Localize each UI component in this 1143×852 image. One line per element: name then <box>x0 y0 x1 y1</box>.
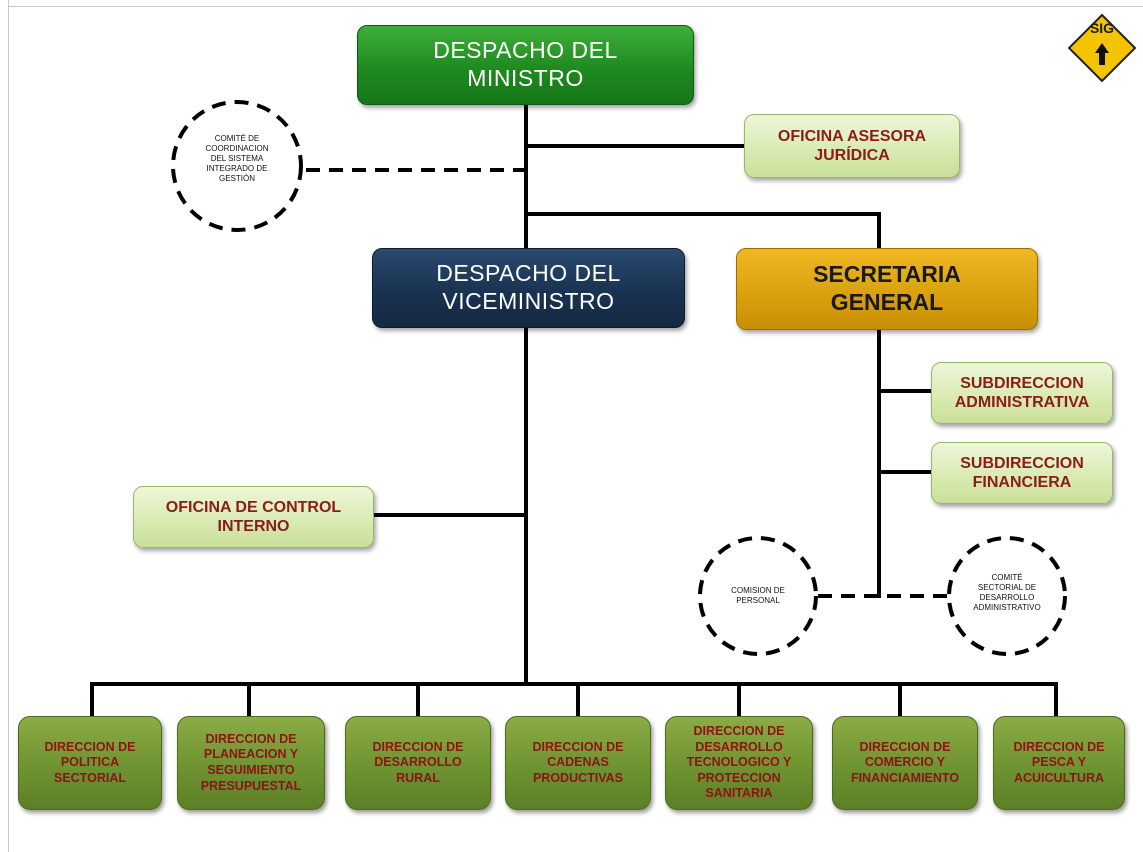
personal-committee-line-2: PERSONAL <box>736 596 780 605</box>
sectorial-committee-line-1: COMITÉ <box>991 573 1023 582</box>
direction-label: PROTECCION <box>697 770 781 785</box>
sig-logo-text: SIG <box>1089 20 1115 36</box>
sub-admin-box[interactable]: SUBDIRECCION ADMINISTRATIVA <box>931 362 1113 424</box>
frame-top-line <box>8 6 1143 7</box>
direction-label: SANITARIA <box>705 786 773 801</box>
direction-label: DIRECCION DE <box>205 731 297 746</box>
sig-logo-icon <box>1067 13 1137 83</box>
personal-committee-circle <box>698 536 818 656</box>
legal-office-box[interactable]: OFICINA ASESORA JURÍDICA <box>744 114 960 178</box>
secretaria-label-1: SECRETARIA <box>813 261 961 288</box>
sectorial-committee-circle <box>947 536 1067 656</box>
minister-office-box[interactable]: DESPACHO DEL MINISTRO <box>357 25 694 105</box>
sectorial-committee-line-4: ADMINISTRATIVO <box>973 603 1041 612</box>
direction-box-cadenas[interactable]: DIRECCION DE CADENAS PRODUCTIVAS <box>505 716 651 810</box>
minister-office-label-2: MINISTRO <box>467 65 584 91</box>
direction-label: DESARROLLO <box>695 739 783 754</box>
direction-label: DIRECCION DE <box>1013 739 1105 754</box>
sub-admin-label-2: ADMINISTRATIVA <box>954 394 1090 411</box>
legal-office-label-1: OFICINA ASESORA <box>777 127 927 145</box>
direction-box-comercio[interactable]: DIRECCION DE COMERCIO Y FINANCIAMIENTO <box>832 716 978 810</box>
control-office-box[interactable]: OFICINA DE CONTROL INTERNO <box>133 486 374 548</box>
viceminister-office-label-1: DESPACHO DEL <box>436 260 621 287</box>
direction-label: DIRECCION DE <box>372 739 464 754</box>
control-office-label-2: INTERNO <box>217 518 290 535</box>
sig-committee-line-2: COORDINACION <box>205 144 269 153</box>
direction-label: PESCA Y <box>1031 755 1087 770</box>
sig-committee-circle <box>171 100 303 232</box>
sig-committee-line-1: COMITÉ DE <box>214 134 260 143</box>
sectorial-committee-line-2: SECTORIAL DE <box>977 583 1037 592</box>
sig-committee-text: COMITÉ DE COORDINACION DEL SISTEMA INTEG… <box>187 134 287 184</box>
viceminister-office-box[interactable]: DESPACHO DEL VICEMINISTRO <box>372 248 685 328</box>
direction-label: PLANEACION Y <box>203 747 299 762</box>
direction-label: CADENAS <box>547 755 609 770</box>
direction-label: RURAL <box>396 770 440 785</box>
direction-label: ACUICULTURA <box>1013 770 1105 785</box>
direction-label: DIRECCION DE <box>859 739 951 754</box>
direction-label: FINANCIAMIENTO <box>850 770 960 785</box>
sub-fin-box[interactable]: SUBDIRECCION FINANCIERA <box>931 442 1113 504</box>
frame-left-line <box>8 0 9 852</box>
secretaria-general-box[interactable]: SECRETARIA GENERAL <box>736 248 1038 330</box>
direction-label: PRODUCTIVAS <box>532 770 624 785</box>
sig-committee-line-5: GESTIÓN <box>218 174 255 183</box>
sectorial-committee-line-3: DESARROLLO <box>979 593 1035 602</box>
direction-label: DIRECCION DE <box>44 739 136 754</box>
direction-label: DESARROLLO <box>374 755 462 770</box>
personal-committee-line-1: COMISION DE <box>731 586 785 595</box>
sig-committee-line-4: INTEGRADO DE <box>206 164 268 173</box>
direction-label: SEGUIMIENTO <box>207 763 295 777</box>
direction-box-pesca[interactable]: DIRECCION DE PESCA Y ACUICULTURA <box>993 716 1125 810</box>
direction-label: POLITICA <box>60 755 120 770</box>
personal-committee-text: COMISION DE PERSONAL <box>713 586 803 606</box>
sub-fin-label-2: FINANCIERA <box>972 474 1072 491</box>
legal-office-label-2: JURÍDICA <box>814 147 890 164</box>
minister-office-label-1: DESPACHO DEL <box>433 37 618 64</box>
direction-box-politica[interactable]: DIRECCION DE POLITICA SECTORIAL <box>18 716 162 810</box>
arrow-up-icon <box>1095 43 1109 65</box>
control-office-label-1: OFICINA DE CONTROL <box>165 498 342 516</box>
sig-committee-line-3: DEL SISTEMA <box>210 154 264 163</box>
sub-fin-label-1: SUBDIRECCION <box>960 454 1084 472</box>
direction-label: COMERCIO Y <box>864 755 946 770</box>
direction-label: SECTORIAL <box>53 770 126 785</box>
direction-box-tecnologico[interactable]: DIRECCION DE DESARROLLO TECNOLOGICO Y PR… <box>665 716 813 810</box>
direction-label: PRESUPUESTAL <box>200 778 302 793</box>
direction-box-planeacion[interactable]: DIRECCION DE PLANEACION Y SEGUIMIENTO PR… <box>177 716 325 810</box>
sectorial-committee-text: COMITÉ SECTORIAL DE DESARROLLO ADMINISTR… <box>957 573 1057 613</box>
direction-label: TECNOLOGICO Y <box>686 755 792 770</box>
sub-admin-label-1: SUBDIRECCION <box>960 374 1084 392</box>
viceminister-office-label-2: VICEMINISTRO <box>442 288 615 314</box>
direction-box-desarrollo-rural[interactable]: DIRECCION DE DESARROLLO RURAL <box>345 716 491 810</box>
direction-label: DIRECCION DE <box>693 723 785 738</box>
secretaria-label-2: GENERAL <box>830 289 944 315</box>
direction-label: DIRECCION DE <box>532 739 624 754</box>
